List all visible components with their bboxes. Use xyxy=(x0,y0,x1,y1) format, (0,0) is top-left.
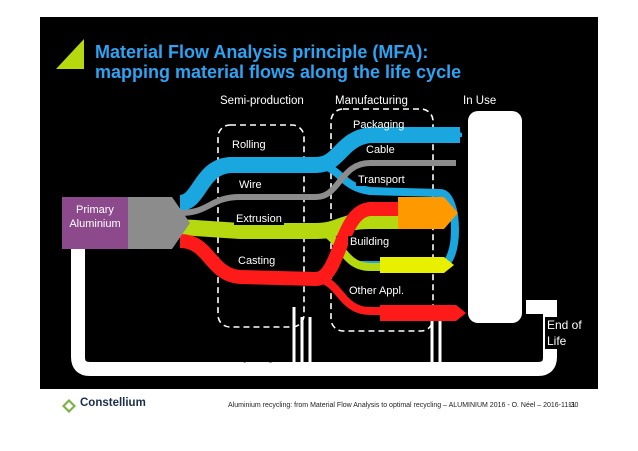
title-line-2: mapping material flows along the life cy… xyxy=(95,62,462,82)
recycling-label: Recycling xyxy=(222,349,275,363)
process-label-wire: Wire xyxy=(237,179,264,191)
constellium-logo-icon xyxy=(62,399,76,413)
source-box xyxy=(62,197,128,249)
footer-brand: Constellium xyxy=(80,397,146,409)
semi-production-box xyxy=(217,124,305,328)
process-label-rolling: Rolling xyxy=(232,139,266,151)
process-label-extrusion: Extrusion xyxy=(234,213,284,225)
flow-wire xyxy=(179,160,456,216)
title-accent-triangle xyxy=(56,39,84,69)
footer-caption: Aluminium recycling: from Material Flow … xyxy=(228,402,579,409)
flow-rolling-transport xyxy=(315,161,459,269)
product-label-packaging: Packaging xyxy=(353,119,405,131)
stage-label-manufacturing: Manufacturing xyxy=(335,95,408,107)
arrow-transport xyxy=(398,197,458,229)
mfa-diagram xyxy=(56,39,557,376)
arrow-other xyxy=(380,305,466,321)
source-arrow xyxy=(128,197,190,249)
diagram-panel: Semi-production Manufacturing In Use Pri… xyxy=(40,17,598,389)
product-label-cable: Cable xyxy=(366,144,395,156)
process-label-casting: Casting xyxy=(236,255,278,267)
in-use-inner xyxy=(470,113,520,321)
arrow-building xyxy=(380,257,454,273)
stage-label-semi: Semi-production xyxy=(220,95,304,107)
flow-casting-other xyxy=(315,275,440,315)
stage-label-in-use: In Use xyxy=(463,95,497,107)
flow-rolling xyxy=(178,127,460,211)
flow-extrusion xyxy=(179,213,400,239)
source-label: Primary Aluminium xyxy=(69,204,121,230)
product-label-building: Building xyxy=(348,236,392,248)
title-line-1: Material Flow Analysis principle (MFA): xyxy=(95,42,429,62)
product-label-other: Other Appl. xyxy=(347,285,407,297)
footer-page-number: 11 xyxy=(568,402,576,409)
end-of-life-label: End of Life xyxy=(545,317,584,349)
product-label-transport: Transport xyxy=(356,174,407,186)
